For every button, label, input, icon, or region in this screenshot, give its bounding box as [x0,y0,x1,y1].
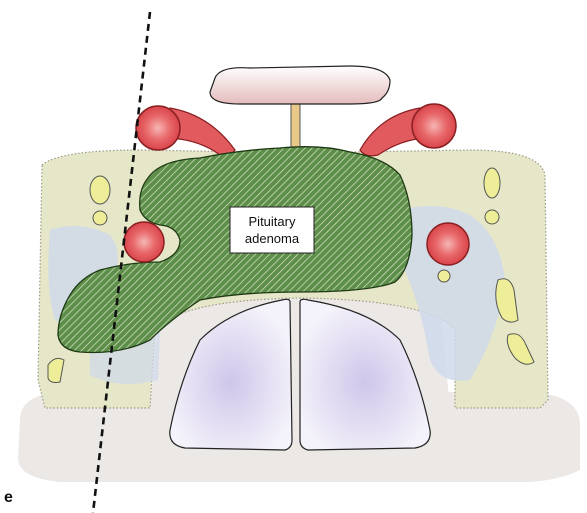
nerve-right-2 [485,210,499,224]
carotid-cavernous-left [124,222,164,262]
nerve-right-3 [438,270,450,282]
nerve-left-2 [93,211,107,225]
nerve-left-1 [90,176,110,204]
tumor-label-line2: adenoma [245,231,300,246]
panel-letter: e [4,489,13,506]
tumor-label-line1: Pituitary [249,214,296,229]
optic-chiasm [210,66,390,104]
carotid-upper-right [412,104,456,148]
carotid-upper-left [136,106,180,150]
carotid-cavernous-right [427,223,469,265]
nerve-right-1 [484,168,500,198]
